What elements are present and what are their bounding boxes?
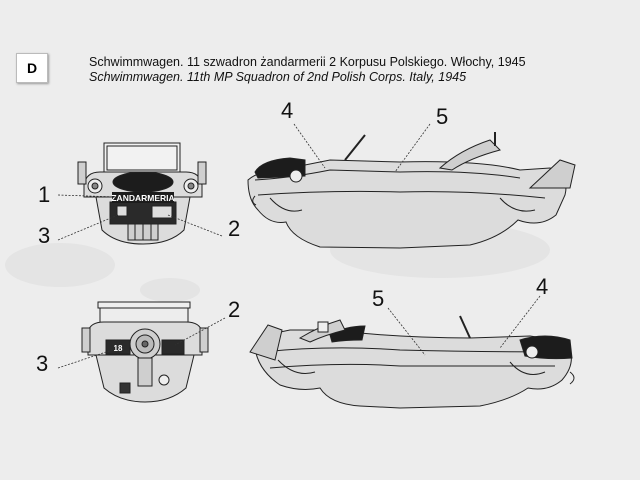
front-callout-1: 1 [38,182,50,207]
zandarmeria-text: ZANDARMERIA [111,193,174,203]
side-right-callout-5: 5 [436,104,448,129]
section-badge: D [16,53,48,83]
rear-leaders [57,317,226,369]
rear-callout-2: 2 [228,297,240,322]
right-side-leaders [293,123,431,173]
caption-polish: Schwimmwagen. 11 szwadron żandarmerii 2 … [89,55,526,69]
rear-callout-3: 3 [36,351,48,376]
front-callout-3: 3 [38,223,50,248]
front-leaders [57,194,223,241]
front-view [77,142,207,245]
side-view-right [247,132,576,249]
rear-view [81,301,209,403]
side-left-callout-5: 5 [372,286,384,311]
caption-english: Schwimmwagen. 11th MP Squadron of 2nd Po… [89,70,467,84]
front-callout-2: 2 [228,216,240,241]
rear-plate-text: 18 [114,344,123,353]
zandarmeria-plate [112,192,174,203]
side-left-callout-4: 4 [536,274,548,299]
left-side-leaders [387,295,541,356]
side-right-callout-4: 4 [281,98,293,123]
side-view-left [249,315,575,409]
